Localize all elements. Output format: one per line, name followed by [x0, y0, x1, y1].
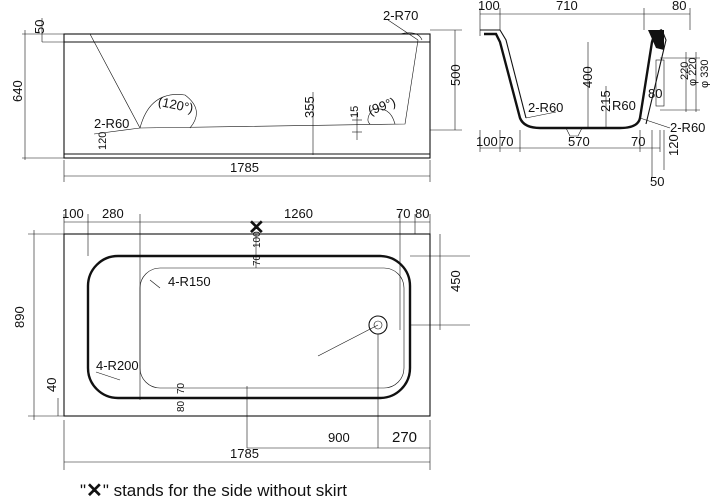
side-view: 50 2-R70 640 500 355 15 120 2-R60 1785 (… — [10, 8, 463, 182]
radius-left: 2-R60 — [528, 100, 563, 115]
dim-bottom-d3: 570 — [568, 134, 590, 149]
radius-mid: R60 — [612, 98, 636, 113]
note-text: " stands for the side without skirt — [102, 481, 347, 500]
dim-corner-radius: 2-R70 — [383, 8, 418, 23]
dim-top-edge: 50 — [32, 20, 47, 34]
skirt-note: "✕" stands for the side without skirt — [80, 478, 347, 503]
note-quote-open: " — [80, 481, 87, 500]
dim-overflow-pos: 220 — [679, 62, 691, 80]
plan-dim-d1: 100 — [62, 206, 84, 221]
plan-dim-bottom-offset: 40 — [44, 378, 59, 392]
dim-inner-width: 710 — [556, 0, 578, 13]
dim-small-gap: 15 — [349, 106, 361, 118]
dim-length: 1785 — [230, 160, 259, 175]
plan-dim-length: 1785 — [230, 446, 259, 461]
dim-overflow-dia1: φ 220 — [687, 57, 699, 86]
dim-drain-height: 215 — [598, 90, 613, 112]
plan-dim-gap-big: 100 — [252, 231, 263, 248]
plan-dim-total-width: 890 — [12, 306, 27, 328]
plan-dim-d4: 70 — [396, 206, 410, 221]
dim-overflow-dia2: φ 330 — [699, 59, 710, 88]
plan-radius-outer: 4-R200 — [96, 358, 139, 373]
dim-left-rim: 100 — [478, 0, 500, 13]
plan-dim-gap-bottom-b: 70 — [176, 382, 187, 394]
plan-dim-d2: 280 — [102, 206, 124, 221]
plan-dim-inner-width: 450 — [448, 270, 463, 292]
no-skirt-icon: ✕ — [86, 480, 103, 502]
dim-inner-height: 355 — [302, 96, 317, 118]
side-view-body — [63, 33, 431, 159]
plan-dim-gap-small: 70 — [252, 254, 263, 266]
dim-depth: 400 — [580, 66, 595, 88]
plan-dim-drain-offset: 900 — [328, 430, 350, 445]
plan-view: 100 280 1260 70 80 890 450 40 70 100 80 … — [12, 206, 470, 470]
plan-dim-gap-bottom-a: 80 — [176, 400, 187, 412]
dim-right-height: 500 — [448, 64, 463, 86]
dim-foot-height: 120 — [666, 134, 681, 156]
dim-foot-width: 50 — [650, 174, 664, 189]
dim-bottom-d1: 100 — [476, 134, 498, 149]
dim-total-height: 640 — [10, 80, 25, 102]
dim-bottom-d4: 70 — [631, 134, 645, 149]
angle-left: (120°) — [157, 94, 195, 116]
dim-base-offset: 120 — [97, 132, 109, 150]
dim-inner-radius: 2-R60 — [94, 116, 129, 131]
plan-dim-end-offset: 270 — [392, 429, 417, 446]
plan-view-basin — [86, 254, 412, 400]
section-view: 100 710 80 100 70 570 70 400 215 80 220 … — [476, 0, 710, 189]
plan-dim-d5: 80 — [415, 206, 429, 221]
radius-right: 2-R60 — [670, 120, 705, 135]
skirt-marker-icon: ✕ — [248, 217, 265, 239]
plan-dim-d3: 1260 — [284, 206, 313, 221]
dim-right-rim: 80 — [672, 0, 686, 13]
dim-overflow-offset: 80 — [648, 86, 662, 101]
angle-right: (99°) — [366, 94, 398, 118]
dim-bottom-d2: 70 — [499, 134, 513, 149]
plan-radius-inner: 4-R150 — [168, 274, 211, 289]
section-view-shell — [484, 28, 663, 130]
